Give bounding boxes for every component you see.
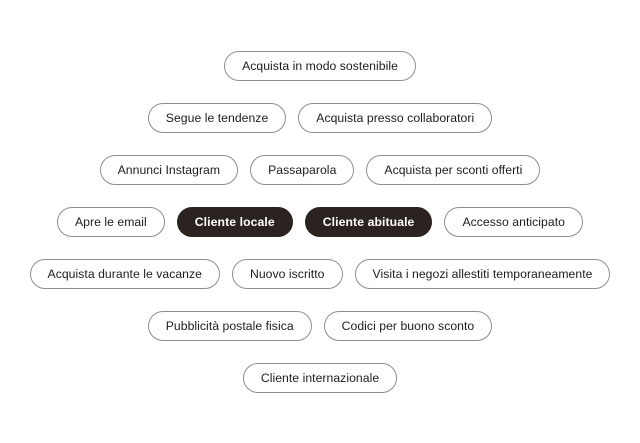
tag-pill[interactable]: Pubblicità postale fisica bbox=[147, 311, 312, 341]
tag-pill[interactable]: Acquista in modo sostenibile bbox=[224, 51, 416, 81]
tag-pill[interactable]: Accesso anticipato bbox=[444, 207, 583, 237]
tag-pill[interactable]: Acquista presso collaboratori bbox=[298, 103, 493, 133]
tag-pill[interactable]: Acquista durante le vacanze bbox=[29, 259, 220, 289]
tag-pill-selected[interactable]: Cliente locale bbox=[176, 207, 293, 237]
tag-row: Cliente internazionale bbox=[0, 363, 640, 393]
tag-row: Apre le email Cliente locale Cliente abitu… bbox=[0, 207, 640, 237]
tag-row: Pubblicità postale fisica Codici per buon… bbox=[0, 311, 640, 341]
tag-row: Segue le tendenze Acquista presso collabo… bbox=[0, 103, 640, 133]
tag-row: Acquista in modo sostenibile bbox=[0, 51, 640, 81]
tag-pill[interactable]: Visita i negozi allestiti temporaneament… bbox=[354, 259, 611, 289]
tag-pill[interactable]: Cliente internazionale bbox=[242, 363, 398, 393]
tag-pill[interactable]: Nuovo iscritto bbox=[231, 259, 343, 289]
tag-pill[interactable]: Acquista per sconti offerti bbox=[366, 155, 541, 185]
tag-pill[interactable]: Annunci Instagram bbox=[99, 155, 239, 185]
tag-pill[interactable]: Apre le email bbox=[57, 207, 165, 237]
tag-row: Annunci Instagram Passaparola Acquista per… bbox=[0, 155, 640, 185]
tag-pill-selected[interactable]: Cliente abituale bbox=[304, 207, 433, 237]
tag-pill[interactable]: Codici per buono sconto bbox=[323, 311, 493, 341]
tag-pill[interactable]: Segue le tendenze bbox=[147, 103, 287, 133]
tag-row: Acquista durante le vacanze Nuovo iscritt… bbox=[0, 259, 640, 289]
tag-pill[interactable]: Passaparola bbox=[250, 155, 355, 185]
